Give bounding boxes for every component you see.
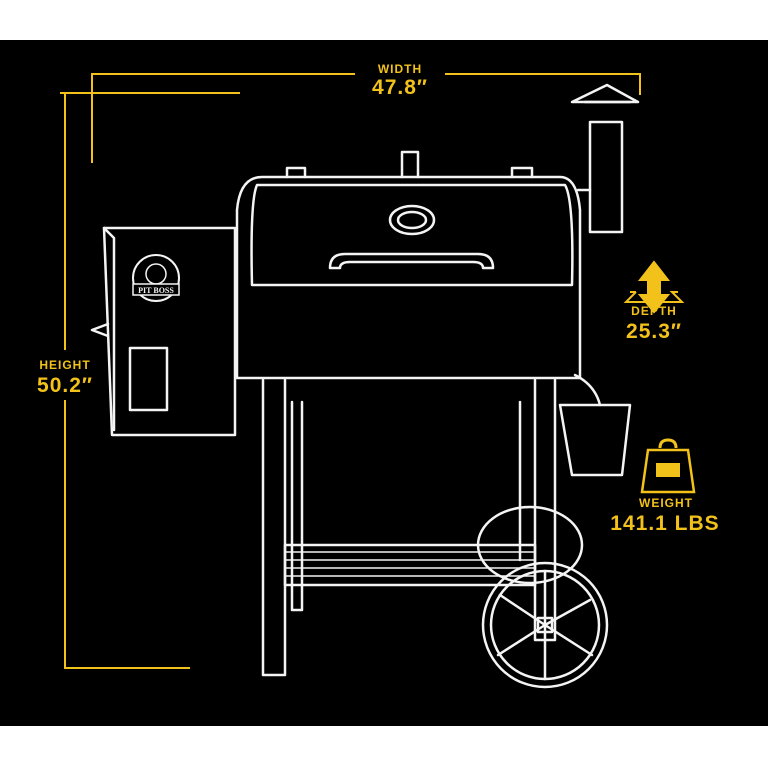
pit-boss-logo: PIT BOSS bbox=[132, 254, 180, 302]
thermometer bbox=[388, 204, 436, 236]
svg-text:PIT BOSS: PIT BOSS bbox=[138, 286, 174, 295]
grill-outline bbox=[90, 83, 640, 689]
dimension-lines bbox=[60, 73, 641, 669]
chimney-pipe bbox=[588, 120, 624, 234]
pellet-hopper bbox=[102, 226, 237, 437]
front-left-leg bbox=[261, 378, 287, 677]
barrel-lid bbox=[250, 183, 574, 287]
spec-diagram: PIT BOSS WIDTH 47.8″ HEIGHT 50.2″ DEPTH … bbox=[0, 40, 768, 726]
height-value: 50.2″ bbox=[37, 374, 93, 397]
hopper-latch bbox=[90, 322, 110, 338]
hopper-window bbox=[128, 346, 169, 412]
height-label: HEIGHT bbox=[39, 358, 91, 372]
width-value: 47.8″ bbox=[372, 76, 428, 99]
double-arrow-icon bbox=[623, 260, 685, 314]
rear-wheel bbox=[476, 505, 584, 585]
lid-handle bbox=[328, 252, 495, 270]
width-label: WIDTH bbox=[377, 62, 423, 76]
front-wheel bbox=[481, 561, 609, 689]
lid-handle-top bbox=[400, 150, 420, 179]
weight-value: 141.1 LBS bbox=[610, 512, 720, 535]
kettlebell-weight-icon bbox=[640, 438, 696, 494]
weight-label: WEIGHT bbox=[639, 496, 693, 510]
chimney-cap bbox=[570, 83, 640, 104]
bottom-shelf bbox=[283, 543, 537, 587]
width-line-right bbox=[445, 73, 641, 95]
depth-value: 25.3″ bbox=[626, 320, 682, 343]
depth-label: DEPTH bbox=[631, 304, 677, 318]
grease-bucket bbox=[558, 403, 632, 477]
wheel-spokes bbox=[496, 569, 594, 681]
height-line-bottom bbox=[64, 400, 190, 669]
width-line-left bbox=[91, 73, 355, 163]
grill-line-drawing: PIT BOSS bbox=[60, 73, 696, 689]
